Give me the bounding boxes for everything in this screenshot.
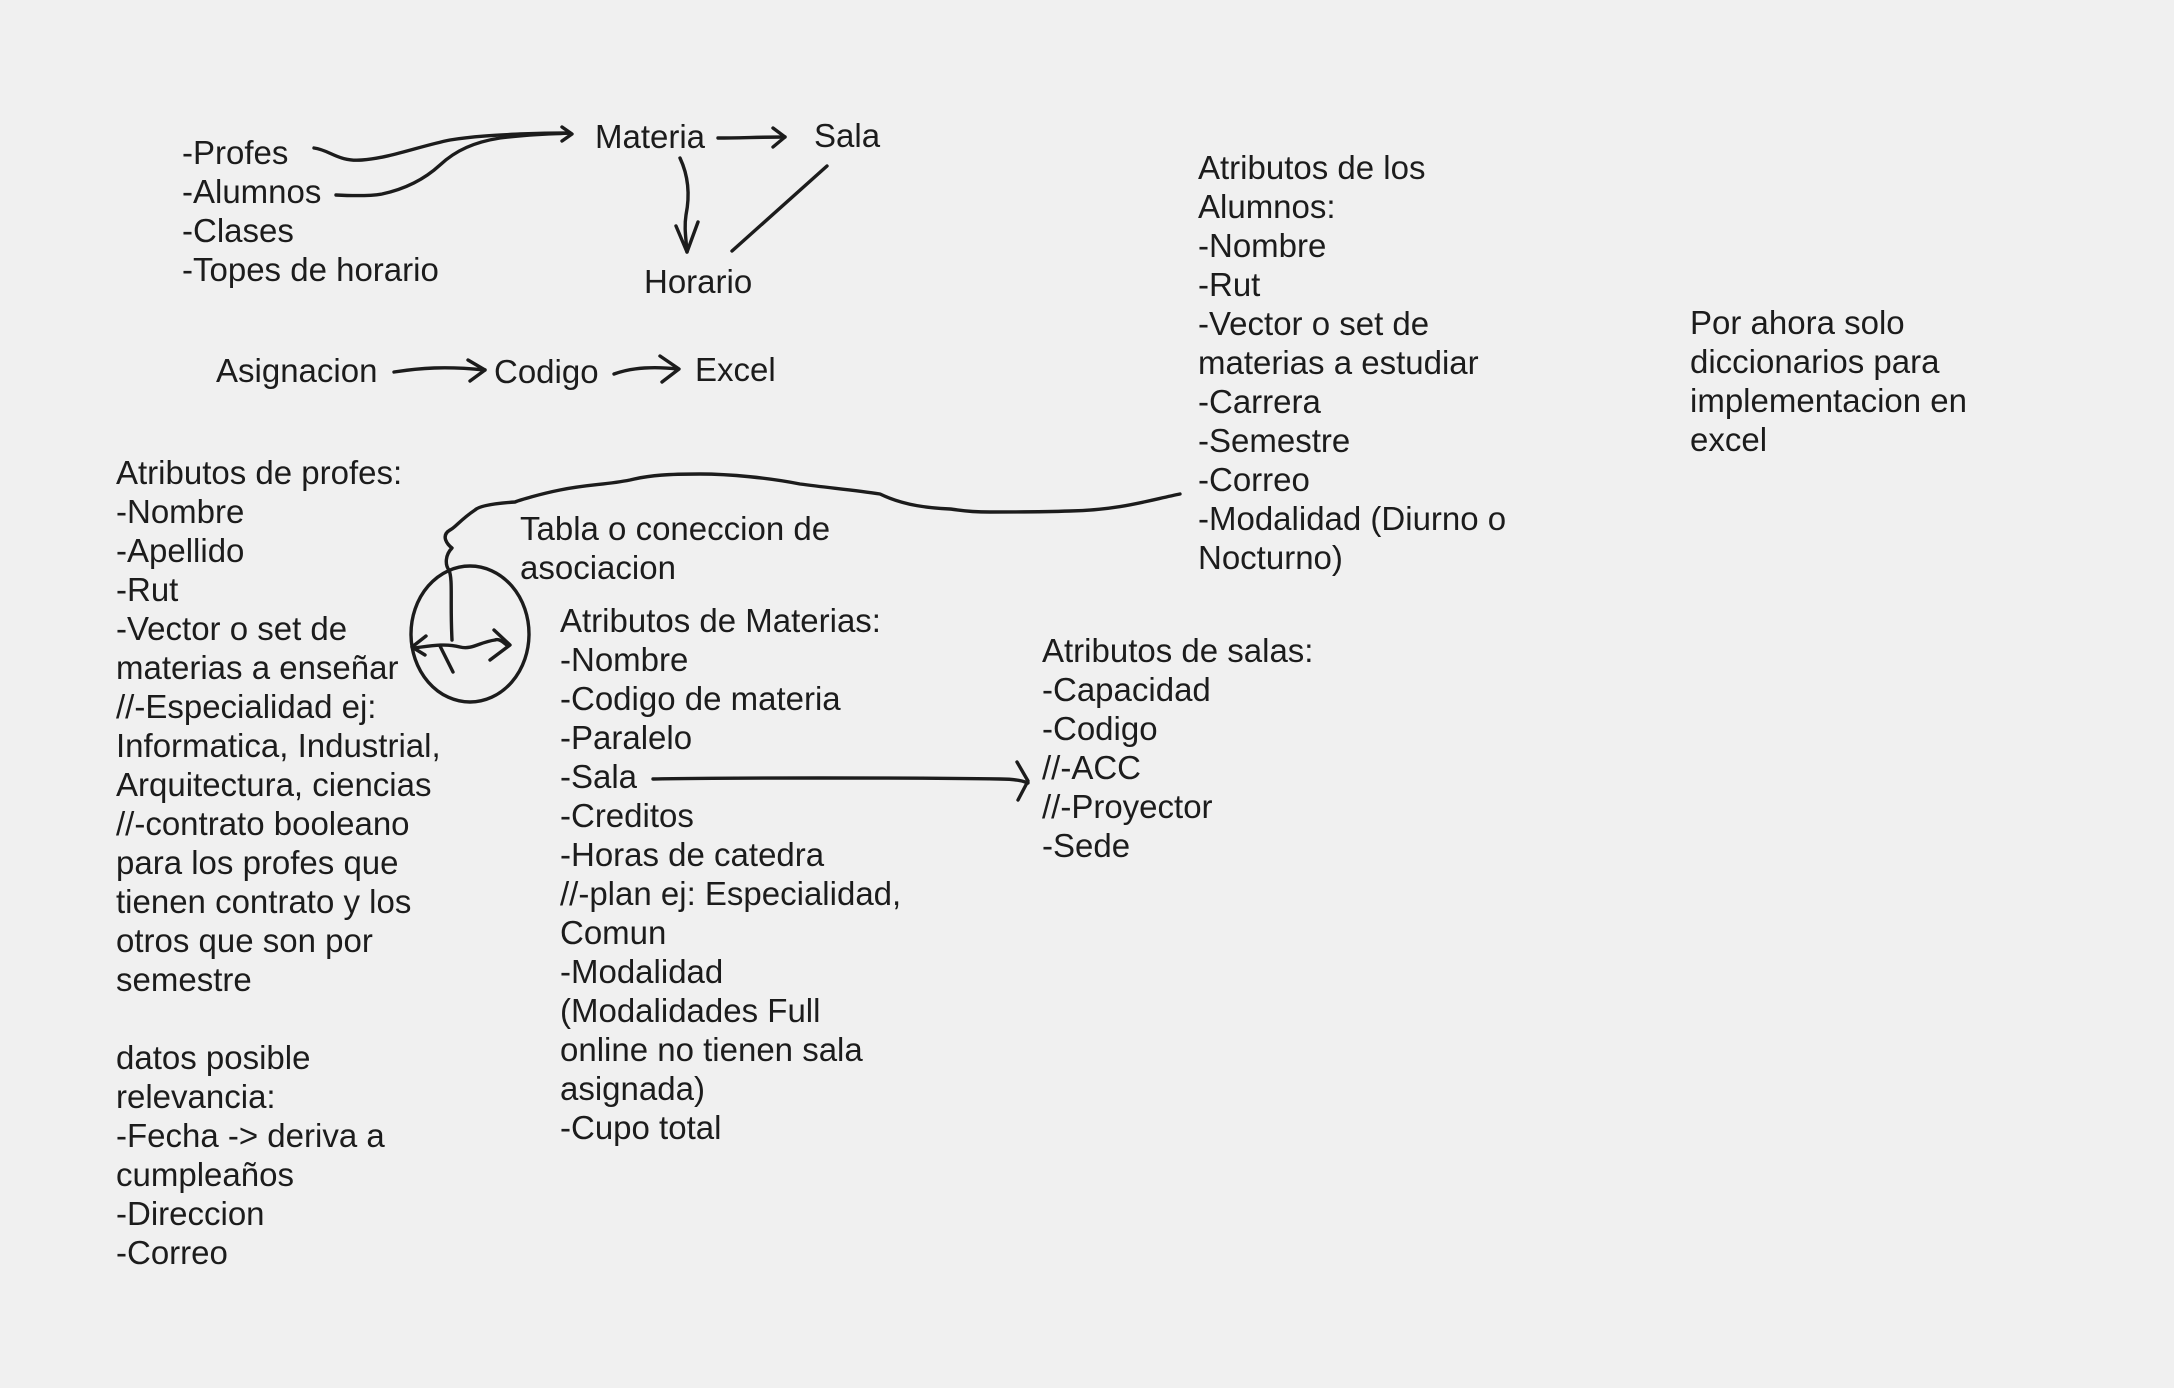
materias-line: Atributos de Materias:	[560, 602, 881, 639]
materias-line: -Horas de catedra	[560, 836, 825, 873]
alumnos-line: -Correo	[1198, 461, 1310, 498]
materias-line: Comun	[560, 914, 667, 951]
tabla-circle	[409, 564, 531, 704]
list-item: -Profes	[182, 134, 289, 171]
arrow-materia-to-sala	[716, 135, 787, 140]
materias-line: -Codigo de materia	[560, 680, 841, 717]
node-sala: Sala	[814, 117, 881, 154]
alumnos-line: Nocturno)	[1198, 539, 1343, 576]
profes-line: -Apellido	[116, 532, 245, 569]
profes-line: Atributos de profes:	[116, 454, 403, 491]
line-horario-to-sala	[730, 164, 829, 253]
profes-line: para los profes que	[116, 844, 399, 881]
profes-line: Arquitectura, ciencias	[116, 766, 432, 803]
profes-line: -Correo	[116, 1234, 228, 1271]
arrow-codigo-to-excel	[612, 365, 680, 376]
double-arrow-tabla	[412, 637, 510, 650]
top-entity-list: -Profes -Alumnos -Clases -Topes de horar…	[182, 133, 439, 289]
profes-line: -Rut	[116, 571, 179, 608]
arrowhead-horario	[674, 220, 700, 254]
materias-line: -Modalidad	[560, 953, 724, 990]
materias-line: (Modalidades Full	[560, 992, 821, 1029]
salas-line: //-Proyector	[1042, 788, 1213, 825]
salas-attributes: Atributos de salas: -Capacidad -Codigo /…	[1042, 631, 1313, 865]
profes-line: Informatica, Industrial,	[116, 727, 441, 764]
materias-attributes: Atributos de Materias: -Nombre -Codigo d…	[560, 601, 901, 1147]
materias-line: asignada)	[560, 1070, 705, 1107]
profes-line: -Nombre	[116, 493, 245, 530]
profes-line: //-Especialidad ej:	[116, 688, 377, 725]
arrowhead-codigo	[466, 358, 487, 383]
arrow-sala-to-salas	[651, 776, 1030, 785]
profes-line: datos posible	[116, 1039, 311, 1076]
node-materia: Materia	[595, 118, 706, 155]
node-horario: Horario	[644, 263, 753, 300]
alumnos-attributes: Atributos de los Alumnos: -Nombre -Rut -…	[1198, 148, 1506, 577]
profes-line: -Vector o set de	[116, 610, 348, 647]
profes-line: tienen contrato y los	[116, 883, 412, 920]
nota-line: diccionarios para	[1690, 343, 1940, 380]
materias-line: -Nombre	[560, 641, 689, 678]
arrowhead-left	[410, 634, 428, 657]
profes-line: -Direccion	[116, 1195, 265, 1232]
profes-line: semestre	[116, 961, 252, 998]
list-item: -Clases	[182, 212, 294, 249]
profes-line: relevancia:	[116, 1078, 276, 1115]
salas-line: -Capacidad	[1042, 671, 1211, 708]
arrowhead-right	[488, 628, 512, 662]
alumnos-line: -Semestre	[1198, 422, 1351, 459]
profes-line: -Fecha -> deriva a	[116, 1117, 385, 1154]
materias-line: -Creditos	[560, 797, 694, 834]
materias-line: -Paralelo	[560, 719, 693, 756]
materias-line: -Sala	[560, 758, 638, 795]
squiggle-tabla	[438, 644, 455, 674]
line-alumnos-to-tabla	[443, 472, 1182, 642]
arrowhead-excel	[658, 354, 681, 384]
nota-line: excel	[1690, 421, 1768, 458]
alumnos-line: Alumnos:	[1198, 188, 1336, 225]
nota-line: implementacion en	[1690, 382, 1967, 419]
arrow-materia-to-horario	[678, 156, 690, 254]
alumnos-line: materias a estudiar	[1198, 344, 1479, 381]
materias-line: -Cupo total	[560, 1109, 722, 1146]
salas-line: -Sede	[1042, 827, 1131, 864]
arrow-asignacion-to-codigo	[392, 366, 487, 374]
nota-line: Por ahora solo	[1690, 304, 1905, 341]
materias-line: //-plan ej: Especialidad,	[560, 875, 902, 912]
tabla-asociacion-label: Tabla o coneccion de asociacion	[520, 509, 830, 587]
alumnos-line: -Vector o set de	[1198, 305, 1430, 342]
salas-line: //-ACC	[1042, 749, 1141, 786]
node-excel: Excel	[695, 351, 776, 388]
alumnos-line: -Carrera	[1198, 383, 1321, 420]
list-item: -Topes de horario	[182, 251, 439, 288]
nota-diccionarios: Por ahora solo diccionarios para impleme…	[1690, 303, 1967, 459]
node-codigo: Codigo	[494, 353, 599, 390]
salas-line: Atributos de salas:	[1042, 632, 1314, 669]
arrowhead-materia	[560, 125, 574, 143]
line-alumnos-to-materia	[334, 131, 572, 198]
profes-line: cumpleaños	[116, 1156, 294, 1193]
list-item: -Alumnos	[182, 173, 322, 210]
arrowhead-sala	[771, 126, 787, 149]
profes-line: otros que son por	[116, 922, 373, 959]
salas-line: -Codigo	[1042, 710, 1158, 747]
profes-attributes: Atributos de profes: -Nombre -Apellido -…	[116, 453, 441, 1272]
node-asignacion: Asignacion	[216, 352, 378, 389]
arrowhead-salas	[1015, 760, 1030, 802]
materias-line: online no tienen sala	[560, 1031, 863, 1068]
alumnos-line: -Nombre	[1198, 227, 1327, 264]
tabla-line: asociacion	[520, 549, 676, 586]
profes-line: //-contrato booleano	[116, 805, 410, 842]
alumnos-line: Atributos de los	[1198, 149, 1426, 186]
alumnos-line: -Rut	[1198, 266, 1261, 303]
alumnos-line: -Modalidad (Diurno o	[1198, 500, 1507, 537]
spacer	[116, 999, 441, 1038]
tabla-line: Tabla o coneccion de	[520, 510, 831, 547]
profes-line: materias a enseñar	[116, 649, 399, 686]
